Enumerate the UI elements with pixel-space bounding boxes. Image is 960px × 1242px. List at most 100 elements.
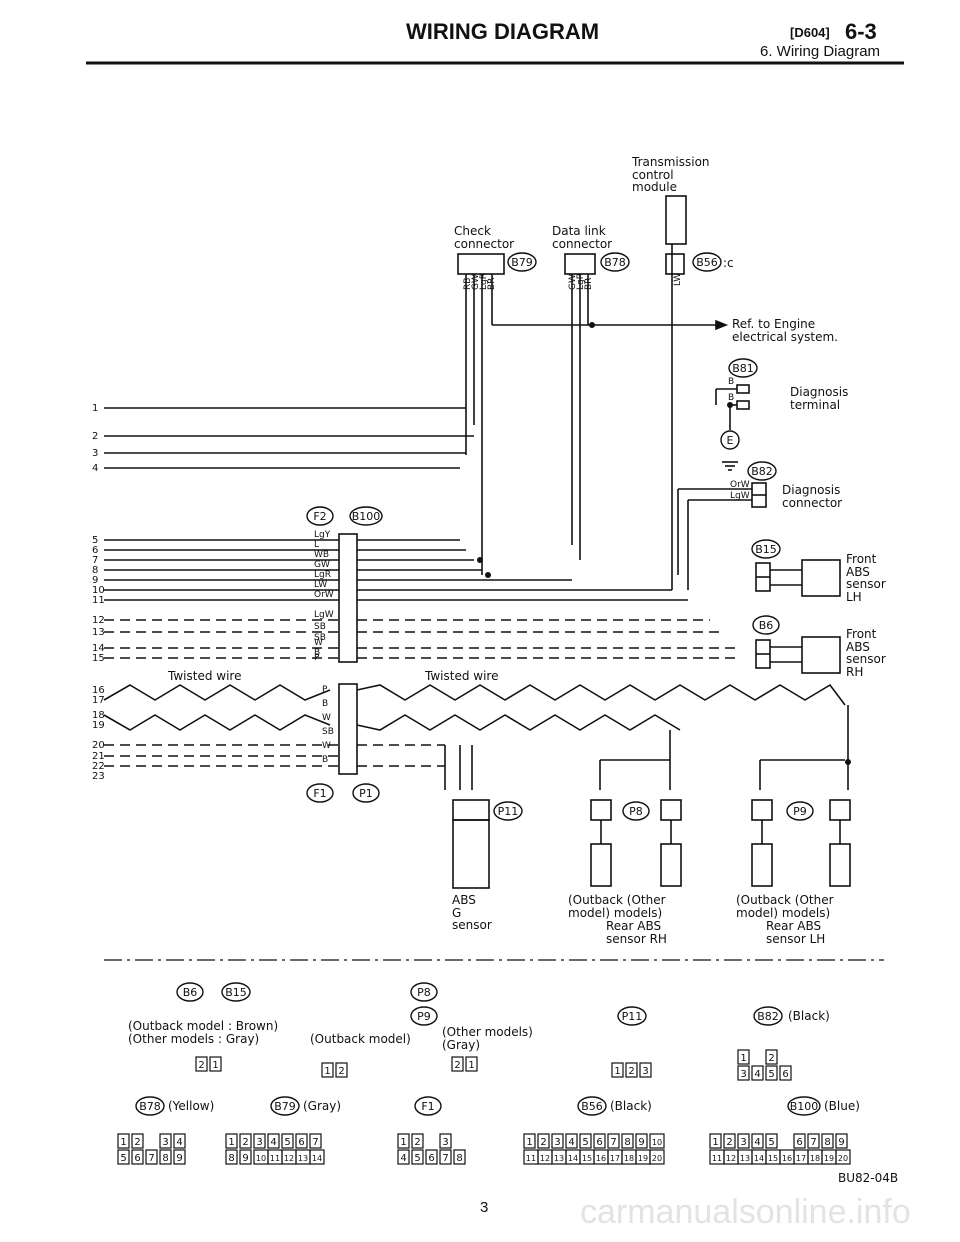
pin-grid-b56-pin: 8: [624, 1137, 630, 1148]
connector-b15: B15: [751, 539, 781, 559]
pin-grid-b100-pin: 18: [810, 1154, 820, 1163]
svg-text:B100: B100: [352, 510, 381, 523]
svg-text:P11: P11: [498, 805, 519, 818]
pin-grid-b78-pin: 4: [176, 1137, 182, 1148]
wire-code-b81-2: B: [728, 393, 734, 403]
left-ref-9: 9: [92, 575, 98, 586]
legend-p11: P11: [617, 1006, 647, 1026]
pin-grid-b79-pin: 11: [270, 1154, 280, 1163]
pin-grid-b78-pin: 1: [120, 1137, 126, 1148]
pin-grid-b100-cell: [821, 1133, 834, 1149]
tcm-label: Transmission control module: [632, 155, 710, 195]
svg-text:P1: P1: [359, 787, 373, 800]
watermark: carmanualsonline.info: [580, 1193, 911, 1231]
pin-grid-b56-cell: [621, 1133, 634, 1149]
left-ref-22: 22: [92, 761, 105, 772]
pin-grid-b78-pin: 5: [120, 1153, 126, 1164]
connector-b81: B81: [728, 358, 758, 378]
pin-grid-b82-pin: 2: [768, 1053, 774, 1064]
pin-grid-b82-cell: [737, 1065, 750, 1081]
wire-code-f2-1: L: [314, 540, 319, 550]
pin-grid-b56-cell: [635, 1133, 648, 1149]
pin-grid-b100-pin: 12: [726, 1154, 736, 1163]
wire-code-datalink-2: BR: [584, 278, 594, 290]
pin-grid-b78-pin: 8: [162, 1153, 168, 1164]
connector-p11: P11: [493, 801, 523, 821]
page-number: 3: [480, 1199, 489, 1216]
pin-grid-b56-pin: 3: [554, 1137, 560, 1148]
pin-grid-b56-pin: 18: [624, 1154, 634, 1163]
legend-b82-color: (Black): [788, 1009, 830, 1023]
wire-code-f1-0: P: [322, 685, 328, 695]
pin-grid-b56-pin: 6: [596, 1137, 602, 1148]
left-ref-5: 5: [92, 535, 98, 546]
wire-code-f2-10: B: [314, 648, 320, 658]
pin-grid-b79-pin: 5: [284, 1137, 290, 1148]
left-ref-23: 23: [92, 771, 105, 782]
twisted-wire-label-2: Twisted wire: [425, 669, 499, 683]
pin-grid-b100-cell: [835, 1149, 851, 1165]
pin-grid-b56-pin: 17: [610, 1154, 620, 1163]
left-ref-17: 17: [92, 695, 105, 706]
legend-p9: P9: [410, 1006, 438, 1026]
pin-grid-b82-cell: [765, 1065, 778, 1081]
pin-grid-f1-pin: 5: [414, 1153, 420, 1164]
pin-grid-p9-cell: [335, 1062, 348, 1078]
svg-text:P9: P9: [793, 805, 807, 818]
pin-grid-b79-cell: [253, 1133, 266, 1149]
pin-grid-b79-pin: 8: [228, 1153, 234, 1164]
pin-grid-f1-cell: [411, 1133, 424, 1149]
pin-grid-b56-pin: 14: [568, 1154, 578, 1163]
pin-grid-b79-pin: 12: [284, 1154, 294, 1163]
legend-b6-b15-color: (Outback model : Brown) (Other models : …: [128, 1019, 279, 1046]
wire-code-b81-1: B: [728, 377, 734, 387]
pin-grid-b79-pin: 6: [298, 1137, 304, 1148]
legend-p8-color: (Other models) (Gray): [442, 1025, 533, 1052]
pin-grid-b82-cell: [779, 1065, 792, 1081]
connector-p8: P8: [622, 801, 650, 821]
pin-grid-b78-pin: 7: [148, 1153, 154, 1164]
pin-grid-b79-cell: [295, 1133, 308, 1149]
pin-grid-b100-pin: 20: [838, 1154, 848, 1163]
pin-grid-b82-pin: 1: [740, 1053, 746, 1064]
pin-grid-b56-cell: [551, 1133, 564, 1149]
wire-code-check-2: LgR: [479, 273, 489, 290]
pin-grid-f1-pin: 6: [428, 1153, 434, 1164]
pin-grid-b79-pin: 13: [298, 1154, 308, 1163]
wire-code-f2-6: OrW: [314, 590, 334, 600]
pin-grid-b100-cell: [709, 1133, 722, 1149]
section-subtitle: 6. Wiring Diagram: [760, 43, 881, 60]
diag-connector-label: Diagnosis connector: [782, 483, 843, 510]
legend-b82: B82: [753, 1006, 783, 1026]
pin-grid-b100-pin: 19: [824, 1154, 834, 1163]
pin-grid-b100-pin: 14: [754, 1154, 764, 1163]
pin-grid-b79-cell: [225, 1133, 238, 1149]
abs-g-sensor-label: ABS G sensor: [452, 893, 492, 933]
pin-grid-b100-cell: [737, 1133, 750, 1149]
wire-code-f2-8: SB: [314, 622, 326, 632]
pin-grid-b82-cell: [737, 1049, 750, 1065]
left-ref-12: 12: [92, 615, 105, 626]
pin-grid-b78-cell: [159, 1149, 172, 1165]
legend-b100: B100: [787, 1096, 821, 1116]
svg-text:B79: B79: [274, 1100, 296, 1113]
svg-text:E: E: [727, 434, 734, 447]
pin-grid-b78-cell: [173, 1133, 186, 1149]
pin-grid-b82-pin: 5: [768, 1069, 774, 1080]
figure-code: BU82-04B: [838, 1171, 899, 1185]
svg-text:B15: B15: [225, 986, 247, 999]
pin-grid-f1-pin: 3: [442, 1137, 448, 1148]
svg-text:B78: B78: [139, 1100, 161, 1113]
legend-b6: B6: [176, 982, 204, 1002]
pin-grid-p8-cell: [465, 1056, 478, 1072]
left-ref-13: 13: [92, 627, 105, 638]
wire-code-f2-2: WB: [314, 550, 329, 560]
pin-grid-f1-cell: [397, 1149, 410, 1165]
pin-grid-p9-pin: 1: [324, 1066, 330, 1077]
svg-text:B78: B78: [604, 256, 626, 269]
